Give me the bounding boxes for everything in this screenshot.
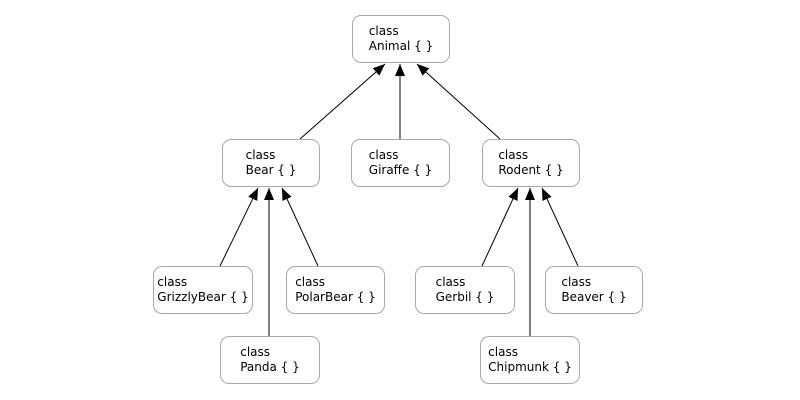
class-label: Animal { } [368, 39, 434, 53]
class-keyword: class [561, 275, 592, 289]
class-keyword: class [245, 148, 276, 162]
class-keyword: class [368, 24, 399, 38]
class-node-beaver: class Beaver { } [545, 266, 643, 314]
class-node-animal: class Animal { } [352, 15, 450, 63]
class-keyword: class [368, 148, 399, 162]
class-keyword: class [488, 345, 518, 359]
class-node-gerbil: class Gerbil { } [415, 266, 515, 314]
class-keyword: class [498, 148, 529, 162]
class-keyword: class [295, 275, 325, 289]
edge-polarbear-to-bear [281, 187, 319, 267]
class-node-panda: class Panda { } [220, 336, 320, 384]
class-label: PolarBear { } [295, 290, 376, 304]
edge-bear-to-animal [299, 63, 386, 140]
class-node-grizzlybear: class GrizzlyBear { } [153, 266, 253, 314]
class-node-polarbear: class PolarBear { } [286, 266, 385, 314]
class-keyword: class [435, 275, 466, 289]
class-node-rodent: class Rodent { } [482, 139, 580, 187]
class-node-giraffe: class Giraffe { } [351, 139, 450, 187]
class-node-chipmunk: class Chipmunk { } [480, 336, 580, 384]
edge-grizzlybear-to-bear [219, 187, 259, 267]
class-keyword: class [157, 275, 188, 289]
class-label: Chipmunk { } [488, 360, 572, 374]
class-label: Rodent { } [498, 163, 564, 177]
class-label: Giraffe { } [368, 163, 433, 177]
class-label: Beaver { } [561, 290, 627, 304]
edge-gerbil-to-rodent [481, 187, 519, 267]
class-keyword: class [240, 345, 271, 359]
edge-beaver-to-rodent [541, 187, 579, 267]
class-label: GrizzlyBear { } [157, 290, 249, 304]
class-label: Bear { } [245, 163, 297, 177]
edge-rodent-to-animal [416, 63, 501, 140]
class-label: Panda { } [240, 360, 300, 374]
class-label: Gerbil { } [435, 290, 495, 304]
class-node-bear: class Bear { } [222, 139, 320, 187]
